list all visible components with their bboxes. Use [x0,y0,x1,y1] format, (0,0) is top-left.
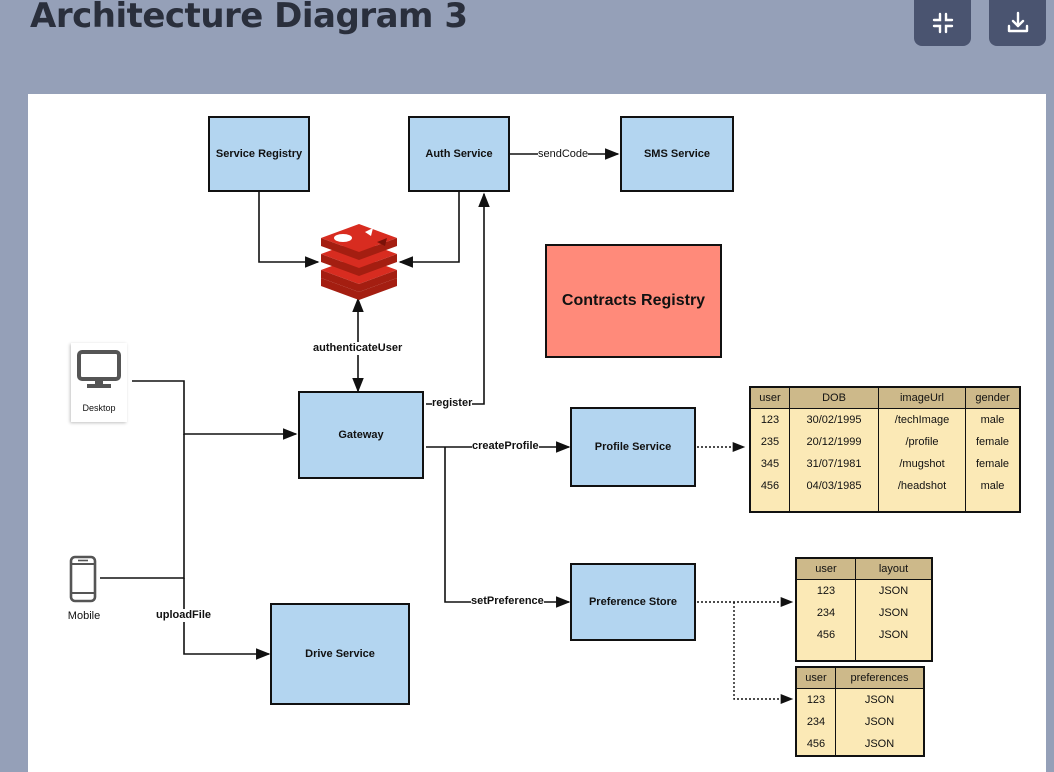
table-row [796,646,932,661]
table-header: user [796,667,836,689]
preference-store-node[interactable]: Preference Store [570,563,696,641]
edge-label-send-code: sendCode [538,148,589,161]
table-cell: /headshot [878,475,966,497]
collapse-button[interactable] [914,0,971,46]
mobile-icon [69,555,97,603]
table-header: preferences [835,667,924,689]
table-cell: 30/02/1995 [789,408,879,431]
table-cell: JSON [878,629,909,641]
edge-label-authenticate-user: authenticateUser [313,342,403,355]
preferences-table: user preferences 123 JSON 234 JSON 456 J… [795,666,925,757]
table-cell: JSON [878,585,909,597]
edge-registry-cache [258,192,320,268]
table-cell: 123 [796,579,856,602]
profiles-table: user DOB imageUrl gender 123 30/02/1995 … [749,386,1021,513]
table-header: DOB [789,387,879,409]
table-row: 345 31/07/1981 /mugshot female [750,453,1020,475]
table-row: 123 30/02/1995 /techImage male [750,408,1020,431]
header-bar: Architecture Diagram 3 [0,0,1054,78]
table-row: 235 20/12/1999 /profile female [750,431,1020,453]
table-cell: female [975,436,1010,448]
table-cell: /techImage [878,408,966,431]
table-cell: 04/03/1985 [789,475,879,497]
table-header: user [796,558,856,580]
gateway-node[interactable]: Gateway [298,391,424,479]
table-cell: JSON [878,607,909,619]
table-header: user [750,387,790,409]
diagram-edges [69,148,794,705]
table-row: 123 JSON [796,579,932,602]
edge-label-register: register [432,397,473,410]
collapse-icon [932,12,953,34]
table-row: 456 JSON [796,733,924,756]
auth-service-node[interactable]: Auth Service [408,116,510,192]
contracts-registry-node[interactable]: Contracts Registry [545,244,722,358]
desktop-monitor-icon [77,350,121,388]
edge-register [426,192,490,405]
page-title: Architecture Diagram 3 [30,0,468,36]
table-cell: 234 [796,602,856,624]
service-registry-node[interactable]: Service Registry [208,116,310,192]
table-cell: /mugshot [878,453,966,475]
table-cell: 123 [796,688,836,711]
desktop-label: Desktop [82,403,116,413]
table-cell: JSON [864,716,895,728]
edge-label-create-profile: createProfile [472,440,539,453]
table-cell: 20/12/1999 [789,431,879,453]
edge-preferences-table [733,602,794,705]
edge-label-set-preference: setPreference [471,595,544,608]
table-row: 234 JSON [796,711,924,733]
table-row: 456 04/03/1985 /headshot male [750,475,1020,497]
download-icon [1007,11,1028,33]
table-row: 456 JSON [796,624,932,646]
table-cell: female [975,458,1010,470]
table-row: 123 JSON [796,688,924,711]
edge-desktop [132,380,298,440]
edge-set-preference [444,447,571,608]
table-cell: male [980,480,1005,492]
table-cell: 31/07/1981 [789,453,879,475]
redis-icon [321,224,397,300]
table-row [750,497,1020,512]
table-cell: 235 [750,431,790,453]
profile-service-node[interactable]: Profile Service [570,407,696,487]
table-cell: 456 [750,475,790,497]
layout-table: user layout 123 JSON 234 JSON 456 JSON [795,557,933,662]
table-row: 234 JSON [796,602,932,624]
diagram-canvas: Desktop Mobile Service Registry Auth Ser… [28,94,1046,772]
table-header: layout [855,558,932,580]
sms-service-node[interactable]: SMS Service [620,116,734,192]
table-cell: 456 [796,733,836,756]
table-cell: 234 [796,711,836,733]
table-cell: 123 [750,408,790,431]
table-cell: male [980,414,1005,426]
table-header: gender [965,387,1020,409]
edge-mobile [100,434,185,579]
table-cell: 345 [750,453,790,475]
edge-label-upload-file: uploadFile [156,609,211,622]
download-button[interactable] [989,0,1046,46]
edge-auth-cache [398,192,460,268]
edge-upload-file [183,578,271,660]
mobile-label: Mobile [67,610,101,622]
table-cell: 456 [796,624,856,646]
drive-service-node[interactable]: Drive Service [270,603,410,705]
table-header: imageUrl [878,387,966,409]
table-cell: JSON [864,694,895,706]
table-cell: /profile [878,431,966,453]
table-cell: JSON [864,738,895,750]
